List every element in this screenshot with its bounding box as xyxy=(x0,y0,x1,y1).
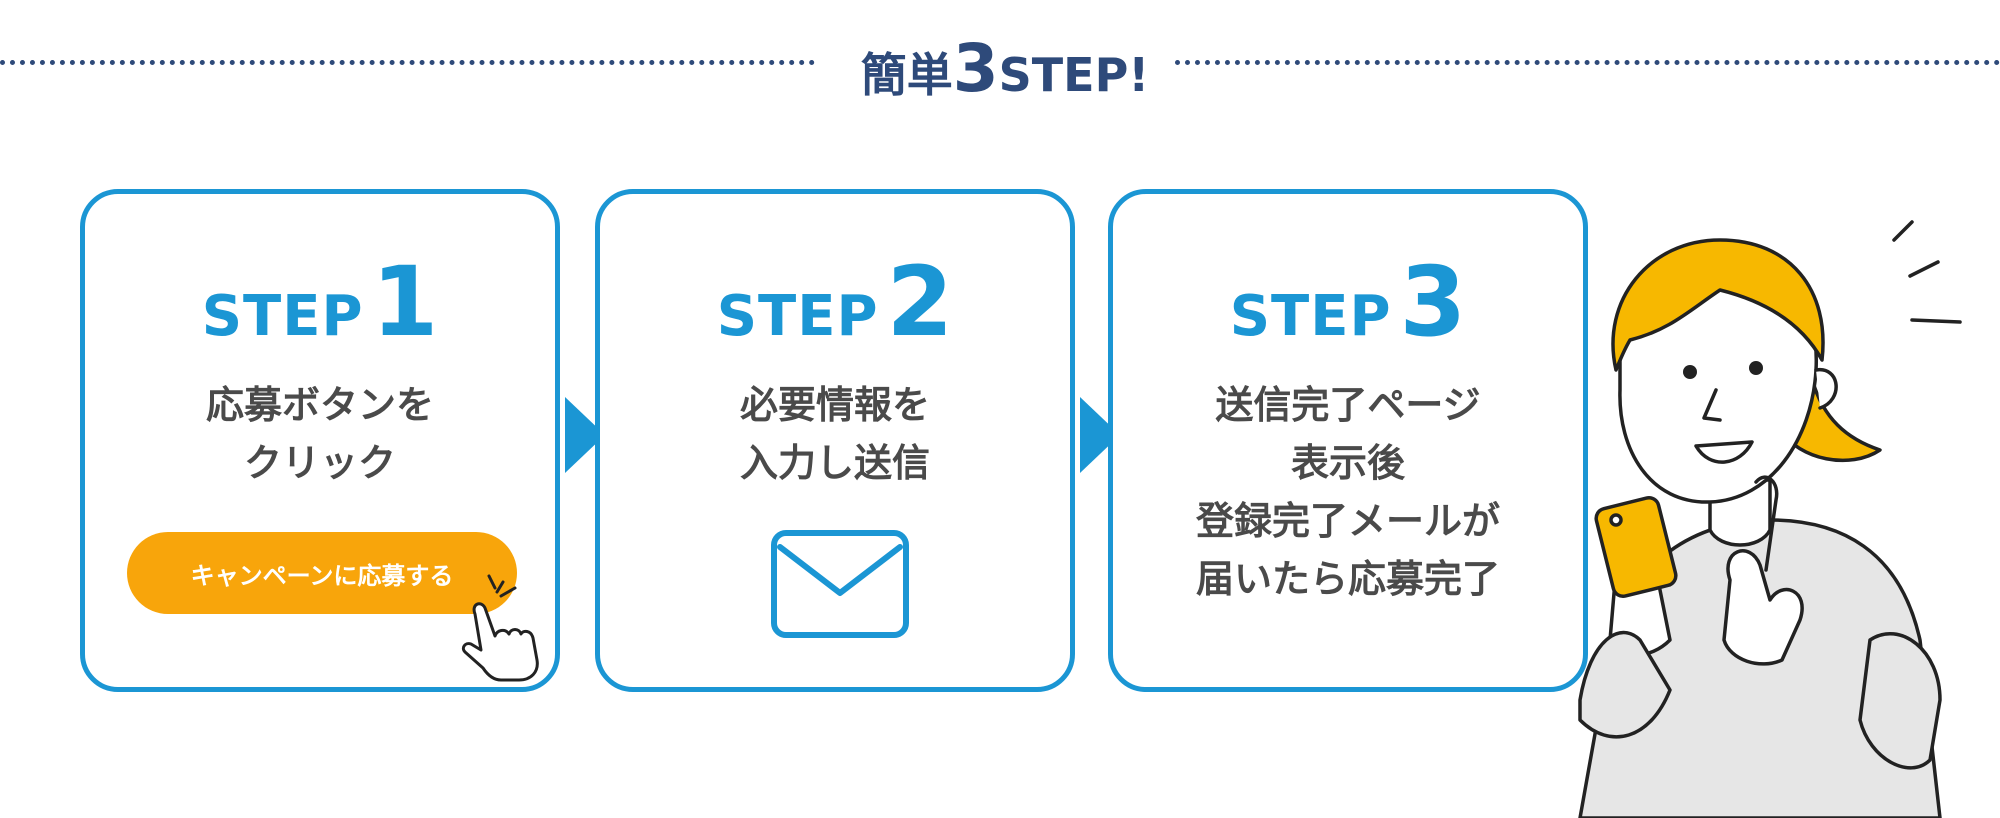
section-title: 簡単 3 STEP! xyxy=(855,30,1155,107)
description-line: 送信完了ページ xyxy=(1215,383,1481,427)
title-number: 3 xyxy=(952,30,999,107)
dotted-divider-right xyxy=(1175,60,2000,65)
description-line: クリック xyxy=(243,441,396,485)
step-card-3: STEP 3 送信完了ページ 表示後 登録完了メールが 届いたら応募完了 xyxy=(1108,189,1588,692)
step-heading: STEP 3 xyxy=(1113,246,1583,358)
step-card-2: STEP 2 必要情報を 入力し送信 xyxy=(595,189,1075,692)
step-description: 必要情報を 入力し送信 xyxy=(600,376,1070,492)
description-line: 応募ボタンを xyxy=(205,383,434,427)
woman-with-smartphone-illustration xyxy=(1578,220,1962,818)
step-heading: STEP 2 xyxy=(600,246,1070,358)
description-line: 届いたら応募完了 xyxy=(1195,557,1500,601)
description-line: 登録完了メールが xyxy=(1195,499,1500,543)
step-label: STEP xyxy=(201,284,364,349)
step-description: 応募ボタンを クリック xyxy=(85,376,555,492)
step-number: 2 xyxy=(886,246,954,358)
title-text-step: STEP! xyxy=(998,48,1150,102)
pointing-hand-icon xyxy=(461,574,539,682)
description-line: 表示後 xyxy=(1290,441,1405,485)
step-label: STEP xyxy=(716,284,879,349)
description-line: 必要情報を xyxy=(739,383,930,427)
step-card-1: STEP 1 応募ボタンを クリック キャンペーンに応募する xyxy=(80,189,560,692)
envelope-icon xyxy=(771,530,909,638)
apply-campaign-button[interactable]: キャンペーンに応募する xyxy=(127,532,517,614)
title-text-easy: 簡単 xyxy=(860,48,953,102)
dotted-divider-left xyxy=(0,60,815,65)
step-label: STEP xyxy=(1229,284,1392,349)
step-number: 1 xyxy=(371,246,439,358)
section-header: 簡単 3 STEP! xyxy=(0,0,2000,130)
step-heading: STEP 1 xyxy=(85,246,555,358)
step-description: 送信完了ページ 表示後 登録完了メールが 届いたら応募完了 xyxy=(1113,376,1583,608)
description-line: 入力し送信 xyxy=(739,441,930,485)
step-number: 3 xyxy=(1399,246,1467,358)
